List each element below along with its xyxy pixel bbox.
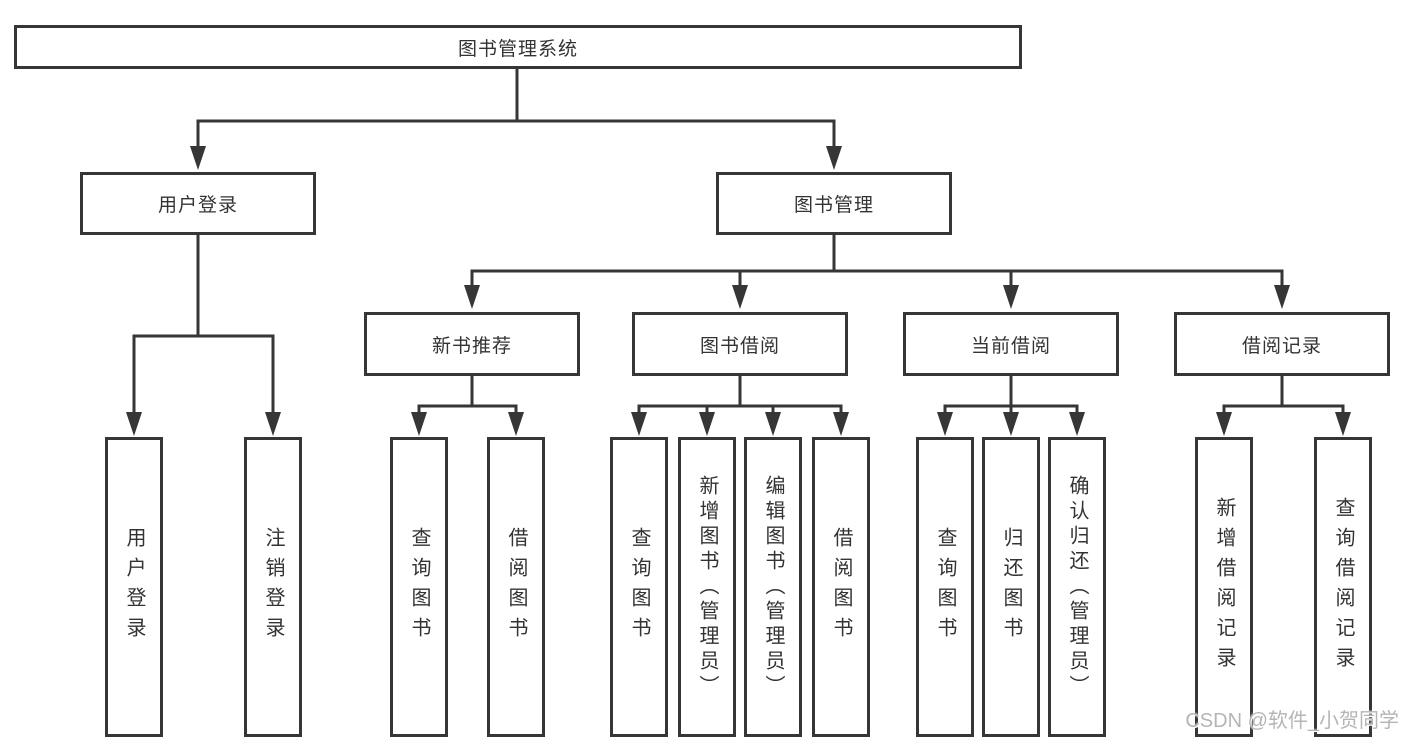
leaf-query-book-current-label: 查询图书 (934, 527, 956, 647)
leaf-borrow-book-recommend: 借阅图书 (487, 437, 545, 737)
leaf-query-book-current: 查询图书 (916, 437, 974, 737)
leaf-confirm-return-admin: 确认归还（管理员） (1048, 437, 1106, 737)
node-borrow-record: 借阅记录 (1174, 312, 1390, 376)
leaf-user-login-label: 用户登录 (123, 527, 145, 647)
node-book-borrow-label: 图书借阅 (699, 335, 780, 357)
node-current-borrow: 当前借阅 (903, 312, 1119, 376)
node-user-login: 用户登录 (80, 172, 316, 235)
leaf-return-book: 归还图书 (982, 437, 1040, 737)
arrowhead-icon (126, 146, 1351, 436)
node-new-book-recommend: 新书推荐 (364, 312, 580, 376)
leaf-confirm-return-admin-label: 确认归还（管理员） (1066, 474, 1088, 700)
leaf-query-book-borrow: 查询图书 (610, 437, 668, 737)
leaf-edit-book-admin-label: 编辑图书（管理员） (762, 474, 784, 700)
leaf-add-borrow-record-label: 新增借阅记录 (1213, 497, 1235, 677)
leaf-borrow-book-recommend-label: 借阅图书 (505, 527, 527, 647)
leaf-logout-label: 注销登录 (262, 527, 284, 647)
node-new-book-recommend-label: 新书推荐 (431, 335, 512, 357)
leaf-query-book-recommend: 查询图书 (390, 437, 448, 737)
node-book-management-label: 图书管理 (793, 195, 874, 216)
node-library-system: 图书管理系统 (14, 25, 1022, 69)
node-book-borrow: 图书借阅 (632, 312, 848, 376)
leaf-add-borrow-record: 新增借阅记录 (1195, 437, 1253, 737)
leaf-add-book-admin-label: 新增图书（管理员） (696, 474, 718, 700)
node-library-system-label: 图书管理系统 (457, 38, 578, 60)
leaf-add-book-admin: 新增图书（管理员） (678, 437, 736, 737)
leaf-return-book-label: 归还图书 (1000, 527, 1022, 647)
leaf-query-borrow-record-label: 查询借阅记录 (1332, 497, 1354, 677)
leaf-query-borrow-record: 查询借阅记录 (1314, 437, 1372, 737)
leaf-borrow-book-label: 借阅图书 (830, 527, 852, 647)
leaf-logout: 注销登录 (244, 437, 302, 737)
leaf-borrow-book: 借阅图书 (812, 437, 870, 737)
node-book-management: 图书管理 (716, 172, 952, 235)
node-current-borrow-label: 当前借阅 (970, 335, 1051, 357)
node-borrow-record-label: 借阅记录 (1241, 335, 1322, 357)
leaf-edit-book-admin: 编辑图书（管理员） (744, 437, 802, 737)
csdn-watermark: CSDN @软件_小贺同学 (1185, 710, 1399, 732)
node-user-login-label: 用户登录 (157, 195, 238, 216)
leaf-query-book-recommend-label: 查询图书 (408, 527, 430, 647)
leaf-query-book-borrow-label: 查询图书 (628, 527, 650, 647)
leaf-user-login: 用户登录 (105, 437, 163, 737)
